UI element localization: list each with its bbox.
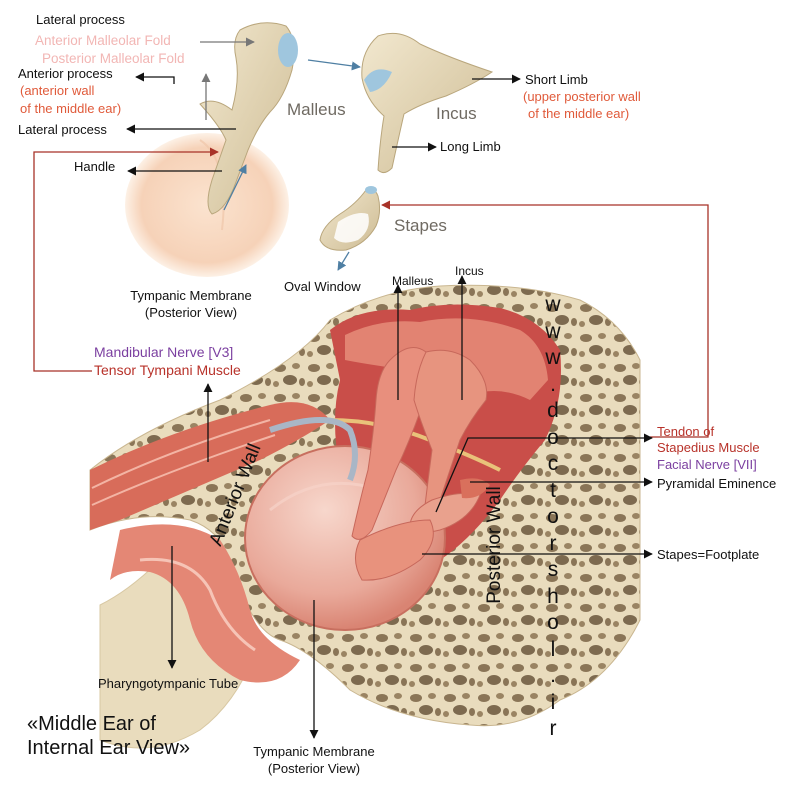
label-short-limb-note-1: (upper posterior wall [523, 89, 641, 104]
label-tympanic-membrane-bottom-2: (Posterior View) [267, 761, 361, 776]
watermark-char: w [545, 346, 561, 369]
watermark-char: . [550, 372, 556, 396]
label-handle: Handle [74, 159, 116, 174]
watermark-char: i [550, 690, 556, 714]
label-malleus: Malleus [287, 100, 346, 119]
watermark-char: t [550, 478, 556, 502]
diagram-title: «Middle Ear of Internal Ear View» [27, 712, 190, 760]
label-anterior-malleolar-fold: Anterior Malleolar Fold [35, 33, 171, 48]
label-short-limb: Short Limb [525, 72, 588, 87]
label-pharyngotympanic-tube: Pharyngotympanic Tube [98, 676, 239, 691]
watermark-char: . [550, 664, 556, 687]
watermark-char: r [549, 531, 557, 555]
label-oval-window: Oval Window [284, 279, 361, 294]
watermark-char: d [547, 399, 559, 422]
stapes-footplate-big [355, 519, 434, 581]
label-anterior-wall-note-1: (anterior wall [20, 83, 95, 98]
leader-lines [33, 37, 709, 739]
watermark-char: o [547, 611, 559, 634]
watermark-vertical: w w w . d o c t o r s h o l . i r [541, 292, 565, 743]
label-anterior-process: Anterior process [18, 66, 113, 81]
label-tensor-tympani: Tensor Tympani Muscle [94, 362, 241, 378]
label-incus: Incus [436, 104, 477, 123]
watermark-char: s [547, 558, 559, 581]
watermark-char: o [547, 505, 559, 528]
label-posterior-malleolar-fold: Posterior Malleolar Fold [42, 51, 185, 66]
label-lateral-process: Lateral process [18, 122, 107, 137]
label-long-limb: Long Limb [440, 139, 501, 154]
watermark-char: l [550, 637, 556, 661]
label-tympanic-membrane-bottom-1: Tympanic Membrane [253, 744, 375, 759]
label-malleus-small: Malleus [392, 274, 434, 288]
watermark-char: r [549, 717, 557, 740]
label-pyramidal-eminence: Pyramidal Eminence [657, 476, 777, 491]
label-tendon-2: Stapedius Muscle [657, 440, 760, 455]
diagram-title-line1: «Middle Ear of [27, 713, 156, 735]
label-lateral-process-top: Lateral process [36, 12, 125, 27]
incus-bone-top [361, 32, 494, 174]
label-facial-nerve: Facial Nerve [VII] [657, 457, 757, 472]
label-short-limb-note-2: of the middle ear) [528, 106, 630, 121]
tensor-tympani-muscle [90, 402, 330, 530]
label-tympanic-membrane-top-1: Tympanic Membrane [130, 288, 252, 303]
watermark-char: w [545, 293, 561, 316]
label-posterior-wall: Posterior Wall [483, 486, 505, 604]
label-tendon-1: Tendon of [657, 424, 715, 439]
diagram-title-line2: Internal Ear View» [27, 737, 191, 759]
pharyngotympanic-tube-shape [110, 524, 300, 683]
watermark-char: c [547, 452, 559, 475]
tympanic-membrane-big [244, 445, 446, 631]
label-stapes-footplate: Stapes=Footplate [657, 547, 760, 562]
watermark-char: w [545, 319, 561, 343]
label-incus-small: Incus [455, 264, 484, 278]
label-anterior-wall-note-2: of the middle ear) [20, 101, 122, 116]
tympanic-membrane-top [125, 133, 289, 277]
watermark-char: h [547, 584, 559, 608]
label-tympanic-membrane-top-2: (Posterior View) [144, 305, 238, 320]
label-stapes: Stapes [394, 216, 447, 235]
label-mandibular-nerve: Mandibular Nerve [V3] [94, 344, 234, 360]
watermark-char: o [547, 425, 559, 449]
